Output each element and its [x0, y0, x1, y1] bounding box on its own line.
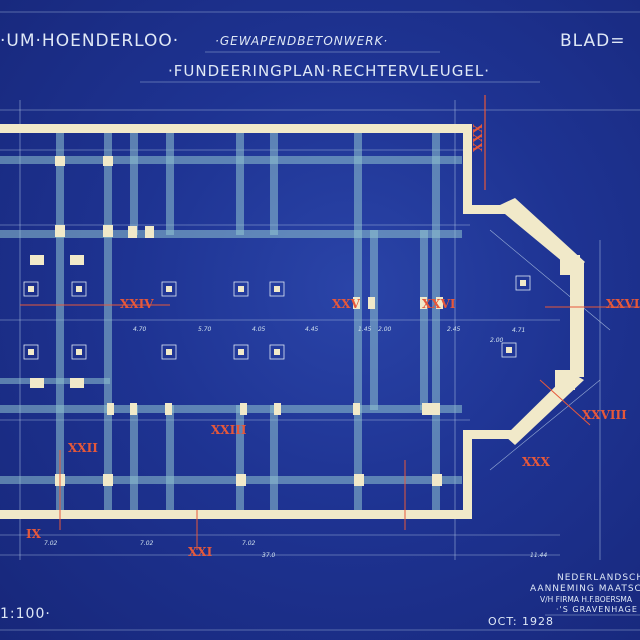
svg-text:2.45: 2.45 [447, 326, 461, 333]
section-label-xxi: XXI [188, 545, 213, 559]
project-name: ·UM·HOENDERLOO· [0, 31, 179, 51]
section-label-xxiv: XXIV [120, 297, 154, 311]
section-label-xxv: XXV [332, 297, 361, 311]
svg-text:4.45: 4.45 [305, 326, 319, 333]
column-pads [23, 156, 531, 486]
svg-text:·'S GRAVENHAGE: ·'S GRAVENHAGE [556, 605, 638, 614]
svg-text:7.02: 7.02 [44, 540, 58, 547]
section-label-xxvii: XXVII [606, 297, 640, 311]
section-label-xxviii: XXVIII [582, 408, 627, 422]
foundation-beams [0, 130, 462, 515]
section-label-xxiii: XXIII [211, 423, 247, 437]
section-label-vertical: XXX [470, 124, 484, 153]
svg-text:4.70: 4.70 [133, 326, 147, 333]
svg-text:1.45: 1.45 [358, 326, 372, 333]
svg-text:NEDERLANDSCHE: NEDERLANDSCHE [557, 573, 640, 583]
section-label-ix: IX [26, 527, 42, 541]
section-markers: XXIV XXV XXVI XXVII XXII XXIII IX XXI XX… [20, 95, 640, 559]
svg-text:AANNEMING MAATSCH: AANNEMING MAATSCH [530, 584, 640, 594]
svg-text:5.70: 5.70 [198, 326, 212, 333]
svg-text:7.02: 7.02 [242, 540, 256, 547]
svg-text:2.00: 2.00 [490, 337, 504, 344]
svg-text:11.44: 11.44 [530, 552, 547, 559]
section-label-xxii: XXII [68, 441, 98, 455]
plan-title: ·FUNDEERINGPLAN·RECHTERVLEUGEL· [168, 62, 490, 80]
grid-lines [0, 100, 640, 631]
dimension-labels: 4.70 5.70 4.05 4.45 1.45 2.00 4.71 2.00 … [44, 326, 547, 559]
firm-line-3: V/H FIRMA H.F.BOERSMA [540, 595, 633, 604]
svg-text:4.05: 4.05 [252, 326, 266, 333]
work-type: ·GEWAPENDBETONWERK· [215, 34, 388, 48]
sheet-number: BLAD= [560, 31, 626, 51]
scale-label: 1:100· [0, 606, 51, 622]
svg-text:2.00: 2.00 [378, 326, 392, 333]
svg-text:4.71: 4.71 [512, 327, 525, 334]
section-label-xxvi: XXVI [422, 297, 456, 311]
svg-text:7.02: 7.02 [140, 540, 154, 547]
firm-block: NEDERLANDSCHE AANNEMING MAATSCH V/H FIRM… [530, 573, 640, 616]
section-label-xxx: XXX [522, 455, 551, 469]
drawing-date: OCT: 1928 [488, 615, 554, 628]
svg-text:37.0: 37.0 [262, 552, 276, 559]
foundation-walls [0, 124, 585, 519]
